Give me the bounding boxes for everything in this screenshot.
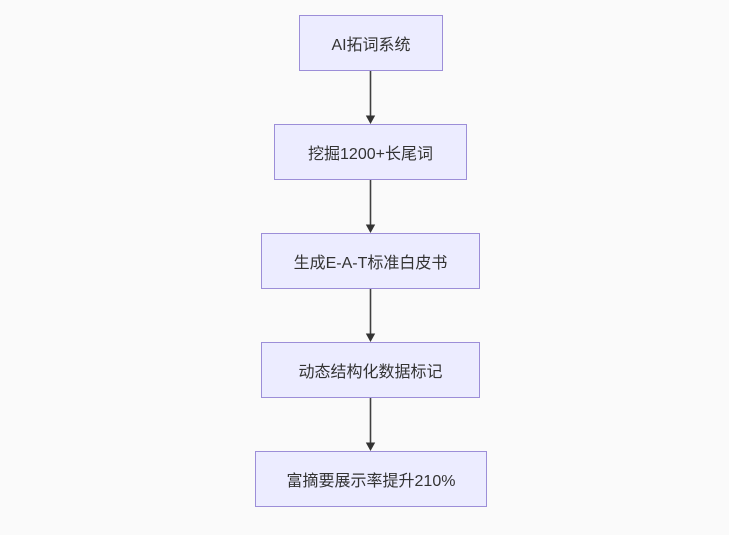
flow-node-label: 动态结构化数据标记 xyxy=(298,364,443,381)
flow-node-eat-whitepaper: 生成E-A-T标准白皮书 xyxy=(261,233,480,289)
arrow-n1-n2 xyxy=(365,71,376,124)
flow-node-label: 富摘要展示率提升210% xyxy=(286,473,456,490)
arrow-n4-n5 xyxy=(365,398,376,451)
arrow-n2-n3 xyxy=(365,180,376,233)
flow-node-label: AI拓词系统 xyxy=(331,37,411,54)
flow-node-longtail-mining: 挖掘1200+长尾词 xyxy=(274,124,467,180)
flow-node-ai-word-expansion: AI拓词系统 xyxy=(299,15,443,71)
flow-node-structured-data-markup: 动态结构化数据标记 xyxy=(261,342,480,398)
flow-node-label: 生成E-A-T标准白皮书 xyxy=(293,255,448,272)
flow-node-rich-snippet-rate: 富摘要展示率提升210% xyxy=(255,451,487,507)
flow-node-label: 挖掘1200+长尾词 xyxy=(308,146,433,163)
arrow-n3-n4 xyxy=(365,289,376,342)
